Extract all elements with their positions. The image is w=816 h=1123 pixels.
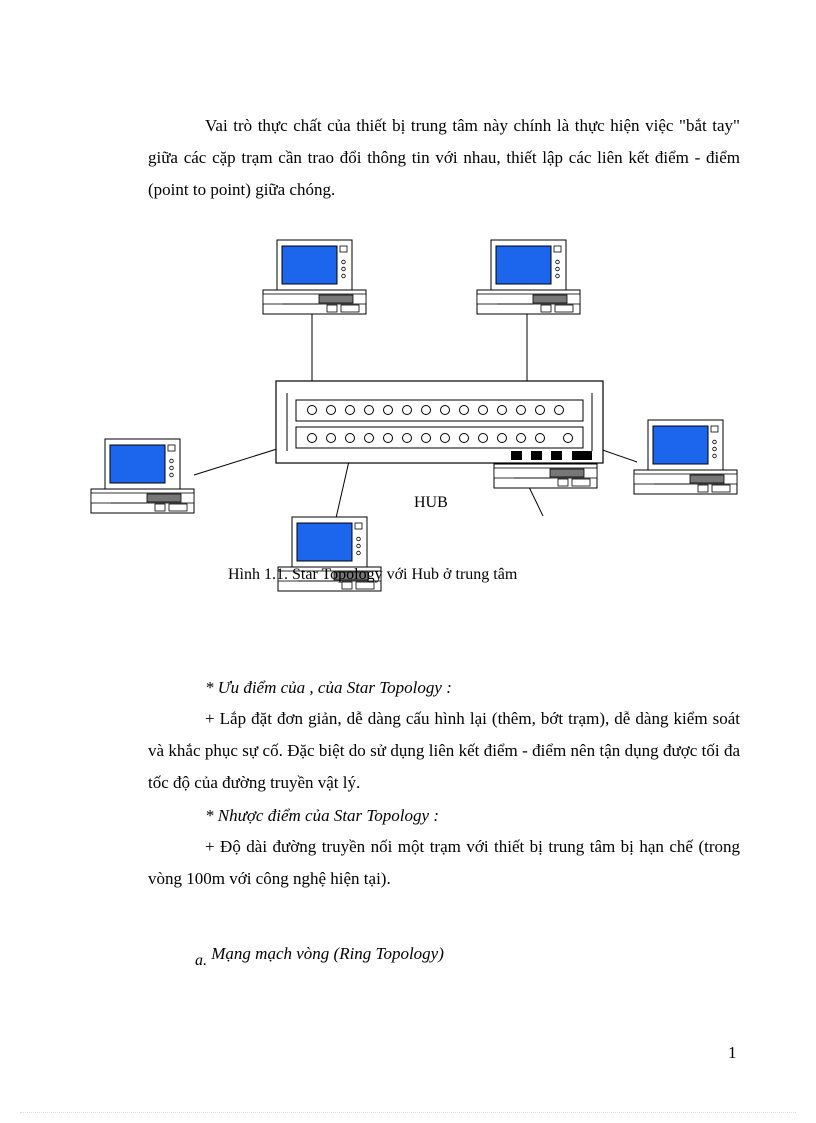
page-number: 1 xyxy=(728,1043,737,1063)
footer-rule xyxy=(20,1112,796,1113)
computer-top-left xyxy=(263,240,366,314)
computer-left xyxy=(91,439,194,513)
advantages-heading: * Ưu điểm của , của Star Topology : xyxy=(205,678,452,698)
computer-top-right xyxy=(477,240,580,314)
figure-caption: Hình 1.1. Star Topology với Hub ở trung … xyxy=(228,566,517,584)
hub-device xyxy=(276,381,603,463)
computer-right xyxy=(634,420,737,494)
disadvantages-body: + Độ dài đường truyền nối một trạm với t… xyxy=(148,831,740,895)
section-a-letter: a. xyxy=(195,952,207,969)
hub-label: HUB xyxy=(414,494,448,512)
advantages-body: + Lắp đặt đơn giản, dễ dàng cấu hình lại… xyxy=(148,703,740,799)
disadvantages-heading: * Nhược điểm của Star Topology : xyxy=(205,806,439,826)
section-a-title: Mạng mạch vòng (Ring Topology) xyxy=(211,944,444,963)
section-a-heading: a. Mạng mạch vòng (Ring Topology) xyxy=(195,944,444,964)
star-topology-diagram xyxy=(0,228,816,608)
intro-paragraph: Vai trò thực chất của thiết bị trung tâm… xyxy=(148,110,740,206)
